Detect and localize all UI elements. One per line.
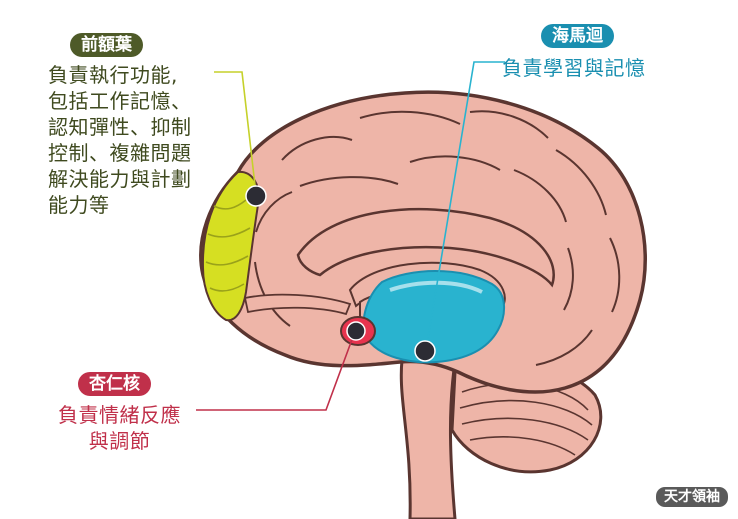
- prefrontal-folds: [205, 199, 251, 292]
- amygdala-title-badge: 杏仁核: [78, 372, 151, 396]
- hippocampus-leader-line: [425, 61, 505, 351]
- hippocampus-title-badge: 海馬迴: [541, 24, 614, 48]
- prefrontal-title-badge: 前額葉: [70, 33, 143, 57]
- prefrontal-leader-line: [214, 71, 257, 195]
- brain-stem: [399, 358, 457, 519]
- gyri-lines: [254, 110, 621, 366]
- brand-logo: 天才領袖: [656, 487, 728, 507]
- corpus-callosum: [296, 207, 555, 288]
- amygdala-description: 負責情緒反應 與調節: [58, 403, 181, 453]
- prefrontal-dot: [245, 185, 267, 207]
- amygdala-dot: [346, 321, 366, 341]
- hippocampus-tail: [389, 280, 483, 294]
- hippocampus-dot: [414, 340, 436, 362]
- hippocampus-description: 負責學習與記憶: [502, 56, 646, 80]
- amygdala-leader-line: [196, 333, 355, 411]
- prefrontal-description: 負責執行功能, 包括工作記憶、 認知彈性、抑制 控制、複雜問題 解決能力與計劃 …: [48, 63, 192, 217]
- frontal-band: [243, 293, 352, 316]
